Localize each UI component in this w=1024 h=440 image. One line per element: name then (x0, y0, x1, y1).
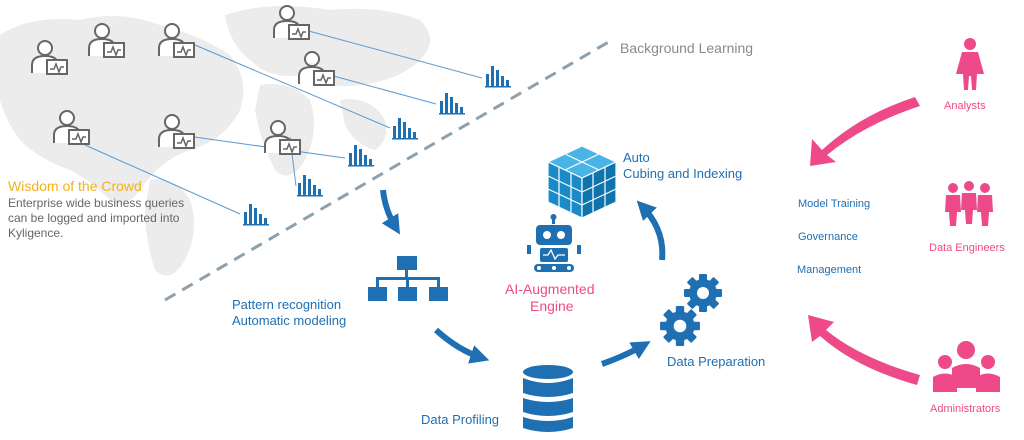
cycle-arrows (380, 189, 666, 367)
cube-stack-icon (546, 145, 618, 219)
engine-line-1: AI-Augmented (505, 281, 595, 297)
arrow-to-preparation (601, 341, 651, 367)
arrow-to-pattern (380, 189, 401, 235)
wisdom-line-2: can be logged and imported into (8, 211, 180, 225)
woman-icon (956, 38, 984, 90)
pattern-recognition-label: Pattern recognition (232, 297, 342, 312)
wisdom-line-3: Kyligence. (8, 226, 64, 240)
team-icon (933, 341, 1000, 392)
role-arrows (808, 97, 920, 385)
task-management: Management (797, 264, 862, 276)
task-model-training: Model Training (798, 198, 871, 210)
wisdom-line-1: Enterprise wide business queries (8, 196, 185, 210)
auto-cubing-line-2: Cubing and Indexing (623, 166, 743, 181)
query-connectors (84, 29, 483, 215)
role-analysts: Analysts (944, 100, 986, 112)
arrow-administrators (808, 315, 920, 385)
arrow-to-cubing (636, 200, 666, 261)
arrow-analysts (810, 97, 920, 166)
arrow-to-profiling (433, 327, 490, 364)
role-administrators: Administrators (930, 403, 1001, 415)
wisdom-title: Wisdom of the Crowd (8, 178, 142, 194)
background-learning-divider (164, 38, 613, 302)
group-icon (945, 181, 993, 226)
gear-icon (660, 274, 722, 346)
auto-cubing-line-1: Auto (623, 150, 650, 165)
background-learning-label: Background Learning (620, 40, 754, 56)
database-icon (523, 365, 573, 432)
automatic-modeling-label: Automatic modeling (232, 313, 347, 328)
data-preparation-label: Data Preparation (667, 354, 766, 369)
task-governance: Governance (798, 231, 858, 243)
role-data-engineers: Data Engineers (929, 242, 1005, 254)
hierarchy-icon (368, 256, 448, 301)
engine-line-2: Engine (530, 298, 574, 314)
robot-icon (527, 214, 581, 272)
data-profiling-label: Data Profiling (421, 412, 500, 427)
